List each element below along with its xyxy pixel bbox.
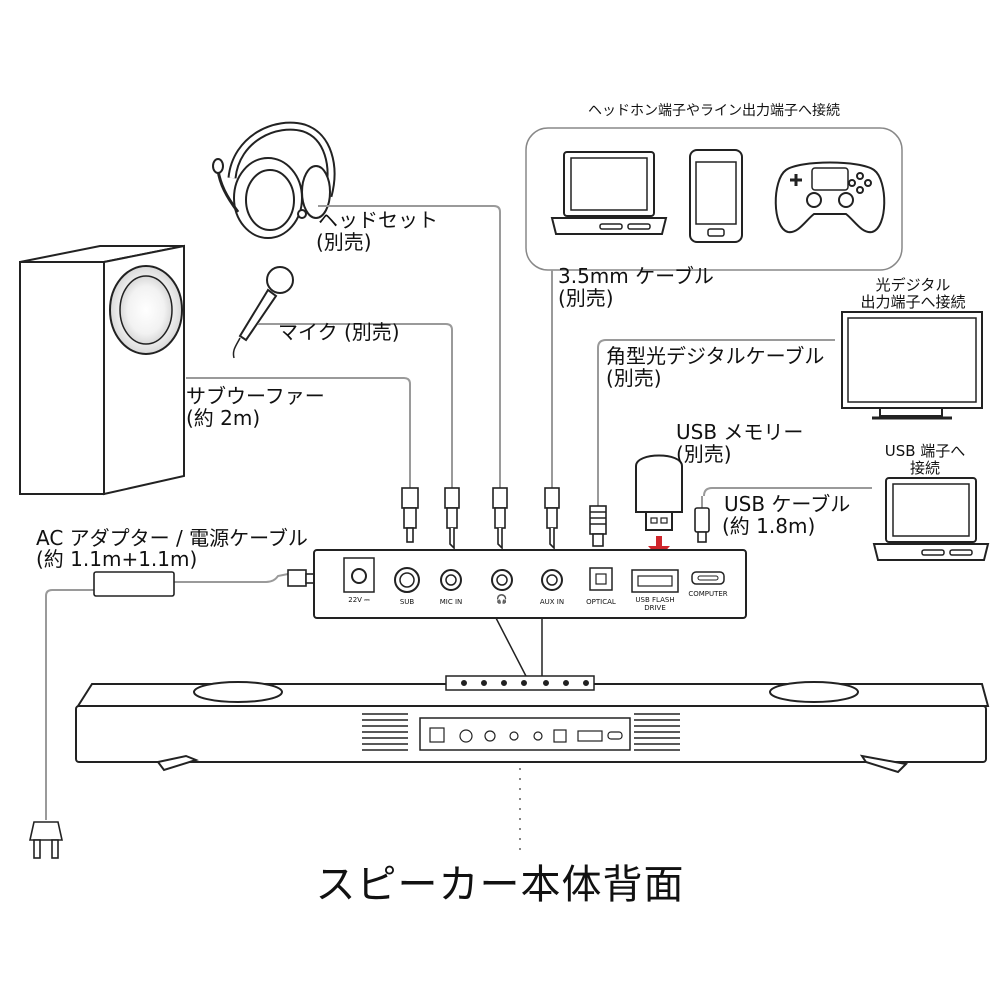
headset-note: (別売) [316, 230, 372, 254]
rear-panel-zoom [313, 549, 747, 684]
computer-icon [872, 477, 990, 561]
vents [362, 713, 680, 751]
port-label-usb-2: DRIVE [644, 604, 666, 612]
smartphone-icon [689, 149, 743, 243]
laptop-icon [550, 151, 668, 235]
port-label-usb-1: USB FLASH [635, 596, 675, 604]
cables [45, 205, 872, 820]
cable-35-note: (別売) [558, 286, 614, 310]
devices-box-title: ヘッドホン端子やライン出力端子へ接続 [588, 103, 840, 119]
tv-icon [841, 311, 983, 420]
usb-memory-label: USB メモリー [676, 420, 804, 444]
ac-adapter-note: (約 1.1m+1.1m) [36, 547, 198, 571]
usb-cable-label: USB ケーブル [724, 492, 851, 516]
port-label-aux: AUX IN [539, 598, 565, 606]
gamepad-icon [774, 161, 886, 234]
subwoofer-icon [19, 244, 185, 496]
ac-adapter-label: AC アダプター / 電源ケーブル [36, 526, 308, 550]
pc-label-line1: USB 端子へ [884, 442, 966, 460]
usb-memory-note: (別売) [676, 442, 732, 466]
headset-label: ヘッドセット [318, 208, 438, 232]
microphone-icon [232, 266, 294, 359]
soundbar [75, 675, 990, 774]
diagram-title: スピーカー本体背面 [315, 862, 685, 908]
tv-label-line2: 出力端子へ接続 [860, 293, 966, 311]
optical-cable-note: (別売) [606, 366, 662, 390]
port-label-headphone: 🎧 [496, 595, 508, 605]
cable-35-label: 3.5mm ケーブル [558, 264, 714, 288]
usb-memory-icon [635, 454, 683, 531]
tv-label-line1: 光デジタル [875, 276, 951, 294]
subwoofer-note: (約 2m) [186, 406, 261, 430]
port-label-dc: 22V ⎓ [348, 596, 370, 604]
plugs [29, 487, 710, 859]
subwoofer-label: サブウーファー [186, 384, 325, 408]
mic-label: マイク (別売) [278, 320, 400, 344]
port-label-optical: OPTICAL [586, 598, 616, 606]
headset-icon [212, 121, 336, 239]
usb-cable-note: (約 1.8m) [722, 514, 816, 538]
port-label-sub: SUB [399, 598, 415, 606]
port-label-computer: COMPUTER [688, 590, 728, 598]
optical-cable-label: 角型光デジタルケーブル [606, 344, 825, 368]
port-label-mic: MIC IN [439, 598, 463, 606]
pc-label-line2: 接続 [909, 459, 940, 477]
